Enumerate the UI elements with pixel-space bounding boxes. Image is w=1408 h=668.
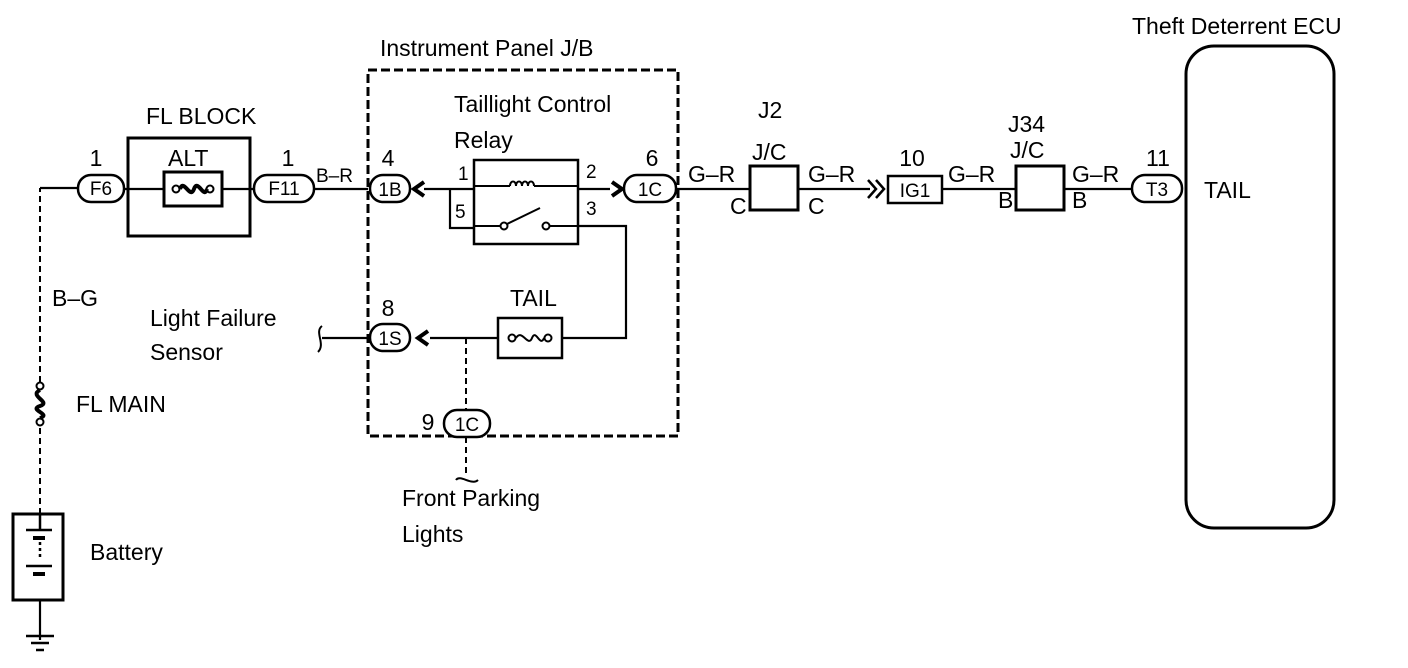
front-parking-label-line1: Front Parking: [402, 485, 540, 511]
front-parking-break-icon: [455, 477, 479, 483]
connector-1c-9-pin: 9: [422, 409, 435, 435]
ecu-tail-terminal-label: TAIL: [1204, 177, 1251, 203]
wire-color-b-g: B–G: [52, 285, 98, 311]
j2-left-letter: C: [730, 193, 747, 219]
connector-ig1-pin: 10: [899, 145, 925, 171]
connector-f6-pin: 1: [90, 145, 103, 171]
j2-junction-box: [748, 164, 800, 212]
fl-main-fusible-link-icon: [34, 381, 46, 427]
connector-1c-6-code: 1C: [638, 180, 662, 201]
j2-jc-label: J/C: [752, 139, 787, 165]
light-failure-break-icon: [317, 325, 323, 353]
wire-color-g-r-1: G–R: [688, 161, 735, 187]
battery-symbol: [11, 512, 65, 602]
connector-1b-code: 1B: [378, 180, 401, 201]
connector-f6-code: F6: [90, 179, 112, 200]
theft-deterrent-ecu-label: Theft Deterrent ECU: [1132, 13, 1342, 39]
arrow-1b-icon: [410, 180, 426, 198]
wire-color-g-r-3: G–R: [948, 161, 995, 187]
ground-icon: [26, 634, 54, 652]
relay-label-line2: Relay: [454, 127, 513, 153]
connector-t3: [1130, 173, 1184, 204]
front-parking-label-line2: Lights: [402, 521, 463, 547]
connector-f6: [76, 173, 126, 204]
connector-1c-9-code: 1C: [455, 415, 479, 436]
light-failure-label-line1: Light Failure: [150, 305, 277, 331]
fl-main-label: FL MAIN: [76, 391, 166, 417]
connector-1s-code: 1S: [378, 329, 401, 350]
j34-left-letter: B: [998, 187, 1013, 213]
relay-pin-3: 3: [586, 199, 597, 220]
connector-f11-pin: 1: [282, 145, 295, 171]
taillight-control-relay-box: [472, 158, 580, 246]
connector-f11-code: F11: [268, 179, 299, 200]
fl-block-label: FL BLOCK: [146, 103, 257, 129]
connector-ig1: [886, 174, 944, 205]
wire-color-g-r-4: G–R: [1072, 161, 1119, 187]
ig1-arrows-icon: [867, 179, 886, 199]
j34-jc-label: J/C: [1010, 137, 1045, 163]
relay-pin-5: 5: [455, 202, 466, 223]
j2-label: J2: [758, 97, 782, 123]
battery-branch: [11, 186, 78, 652]
alt-fuse-icon: [171, 183, 215, 195]
relay-switch-icon: [474, 207, 578, 231]
j34-right-letter: B: [1072, 187, 1087, 213]
connector-t3-code: T3: [1146, 180, 1168, 201]
connector-1c-6-pin: 6: [646, 145, 659, 171]
relay-coil-icon: [474, 180, 578, 187]
relay-pin-1: 1: [458, 164, 469, 185]
fl-block-box: [126, 136, 252, 238]
wire-color-g-r-2: G–R: [808, 161, 855, 187]
arrow-1c6-icon: [610, 180, 626, 198]
tail-fuse-icon: [507, 333, 553, 343]
relay-label-line1: Taillight Control: [454, 91, 611, 117]
relay-pin-2: 2: [586, 162, 597, 183]
j34-junction-box: [1014, 164, 1066, 212]
battery-icon: [26, 514, 52, 576]
j2-right-letter: C: [808, 193, 825, 219]
instrument-panel-jb-label: Instrument Panel J/B: [380, 35, 594, 61]
connector-1b-pin: 4: [382, 145, 395, 171]
theft-deterrent-ecu-box: [1184, 44, 1336, 530]
light-failure-label-line2: Sensor: [150, 339, 223, 365]
connector-1s-pin: 8: [382, 295, 395, 321]
battery-label: Battery: [90, 539, 163, 565]
instrument-panel-jb-box: [366, 68, 680, 438]
j34-label: J34: [1008, 111, 1045, 137]
connector-ig1-code: IG1: [900, 181, 931, 202]
wire-color-b-r: B–R: [316, 166, 353, 187]
arrow-1s-icon: [414, 329, 430, 347]
connector-t3-pin: 11: [1146, 145, 1170, 171]
connector-1b: [368, 173, 412, 204]
alt-fuse-label: ALT: [168, 145, 208, 171]
tail-fuse-label: TAIL: [510, 285, 557, 311]
